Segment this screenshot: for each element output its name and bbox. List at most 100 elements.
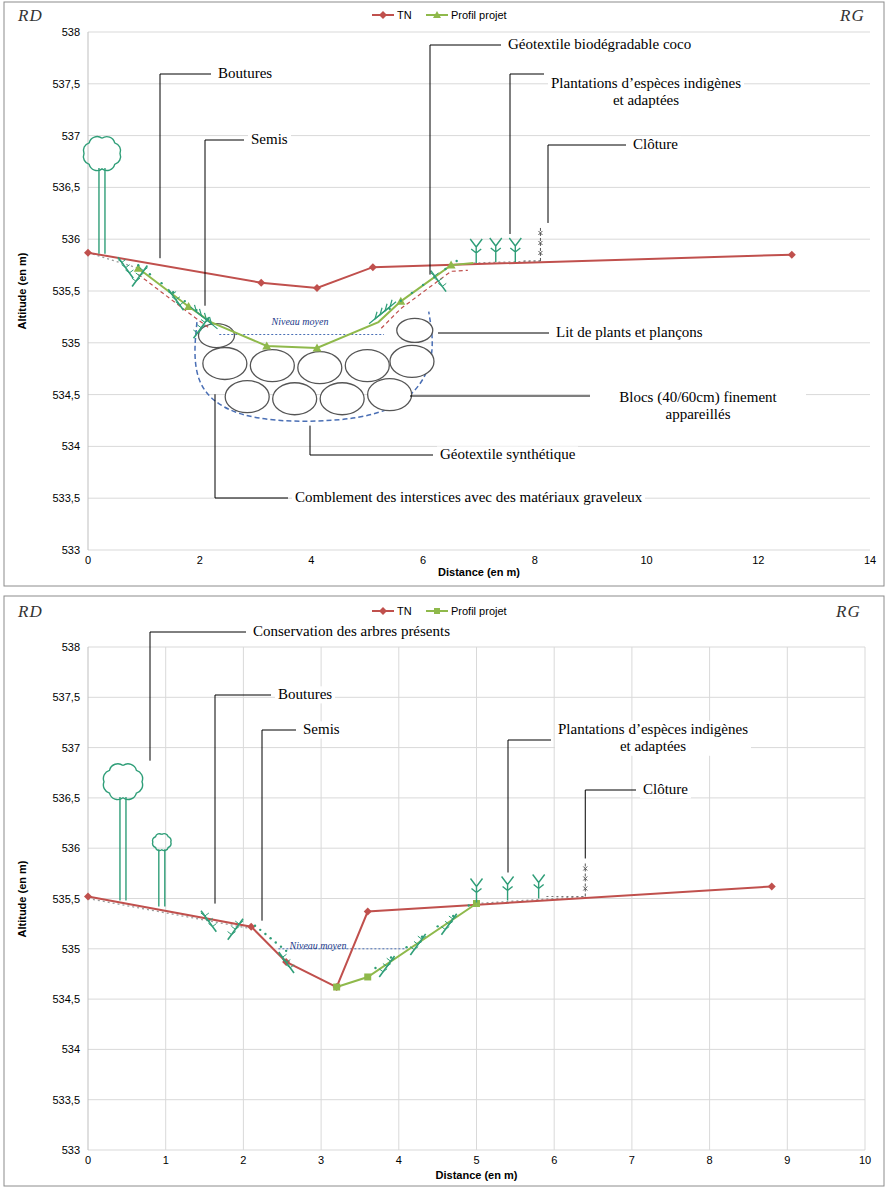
- rock-blocks: [390, 345, 434, 377]
- fence: [583, 876, 587, 880]
- seeding: [455, 260, 457, 262]
- cutting: [449, 916, 457, 919]
- plant: [502, 877, 514, 901]
- seeding: [172, 291, 174, 293]
- seeding: [411, 292, 413, 294]
- tick-label: 533,5: [52, 1093, 80, 1106]
- gridline: [88, 135, 870, 136]
- legend-swatch: [379, 11, 387, 19]
- gridline: [88, 32, 870, 33]
- legend-swatch: [433, 11, 441, 18]
- seeding: [137, 264, 139, 266]
- callout-label: Lit de plants et plançons: [553, 324, 706, 341]
- tick-label: 536,5: [52, 792, 80, 805]
- cutting: [418, 936, 426, 939]
- legend-text: TN: [397, 9, 412, 21]
- gridline: [88, 32, 89, 550]
- tick-label: 6: [420, 554, 426, 567]
- data-marker: [364, 908, 372, 916]
- gridline: [398, 647, 399, 1150]
- chart-panel: [4, 596, 884, 1186]
- tick-label: 534: [62, 440, 80, 453]
- tick-label: 14: [864, 554, 876, 567]
- water-level: [219, 334, 384, 335]
- tree: [83, 137, 120, 171]
- legend-text: TN: [397, 605, 412, 617]
- cutting: [168, 292, 176, 295]
- vegetation: [83, 137, 587, 977]
- data-marker: [333, 983, 341, 991]
- project-profile-line: [337, 904, 477, 987]
- tn-line: [88, 886, 772, 987]
- data-marker: [447, 261, 456, 269]
- tick-label: 8: [532, 554, 538, 567]
- cutting: [279, 952, 294, 973]
- plant: [509, 238, 521, 262]
- tick-label: 534,5: [52, 388, 80, 401]
- water-level-label: Niveau moyen: [272, 316, 329, 328]
- leader-line: [262, 730, 296, 921]
- data-marker: [313, 284, 321, 292]
- gridline: [88, 550, 870, 551]
- tick-label: 533: [62, 1144, 80, 1157]
- leader-line: [215, 695, 271, 904]
- fence: [546, 896, 585, 897]
- cutting: [136, 273, 144, 276]
- seeding: [444, 268, 446, 270]
- tick-label: 538: [62, 26, 80, 39]
- data-marker: [768, 882, 776, 890]
- data-marker: [364, 973, 371, 980]
- legend-swatch: [372, 606, 394, 616]
- rock-blocks: [273, 383, 317, 415]
- leader-line: [548, 145, 626, 223]
- tick-label: 536: [62, 842, 80, 855]
- cutting: [118, 257, 133, 278]
- fence: [524, 260, 541, 261]
- gridline: [243, 647, 244, 1150]
- fence: [583, 866, 587, 870]
- rock-blocks: [195, 312, 434, 422]
- cutting: [201, 913, 209, 916]
- tree: [153, 834, 172, 851]
- leader-line: [510, 74, 544, 234]
- cutting: [231, 926, 239, 929]
- legend-swatch: [434, 608, 440, 614]
- cutting: [438, 283, 446, 286]
- callout-label: Conservation des arbres présents: [250, 623, 453, 640]
- seeding: [468, 904, 470, 906]
- tick-label: 9: [784, 1154, 790, 1167]
- rock-blocks: [250, 350, 294, 382]
- coco-geotextile: [381, 270, 468, 328]
- seeding: [259, 929, 261, 931]
- legend-swatch: [379, 607, 387, 615]
- cutting: [441, 927, 449, 930]
- cutting: [282, 960, 290, 963]
- cutting: [228, 919, 243, 940]
- legend-item: TN: [372, 9, 412, 21]
- plant: [490, 238, 502, 262]
- tick-label: 0: [85, 1154, 91, 1167]
- tick-label: 8: [707, 1154, 713, 1167]
- cutting: [193, 330, 201, 333]
- cutting: [118, 259, 126, 262]
- cutting: [168, 289, 183, 310]
- tick-label: 12: [752, 554, 764, 567]
- gridline: [88, 83, 870, 84]
- tick-label: 535: [62, 336, 80, 349]
- callout-label: Semis: [248, 131, 291, 148]
- brush-layer: [369, 312, 381, 324]
- tick-label: 3: [318, 1154, 324, 1167]
- cutting: [201, 911, 216, 932]
- fence: [538, 241, 542, 245]
- cutting: [410, 934, 425, 955]
- cutting: [172, 297, 180, 300]
- legend-swatch: [426, 10, 448, 20]
- cutting: [205, 918, 213, 921]
- tick-label: 537,5: [52, 77, 80, 90]
- bank-side-label: RG: [840, 6, 865, 26]
- bank-side-label: RG: [836, 602, 861, 622]
- tick-label: 533: [62, 544, 80, 557]
- cutting: [197, 325, 205, 328]
- tree: [103, 764, 142, 800]
